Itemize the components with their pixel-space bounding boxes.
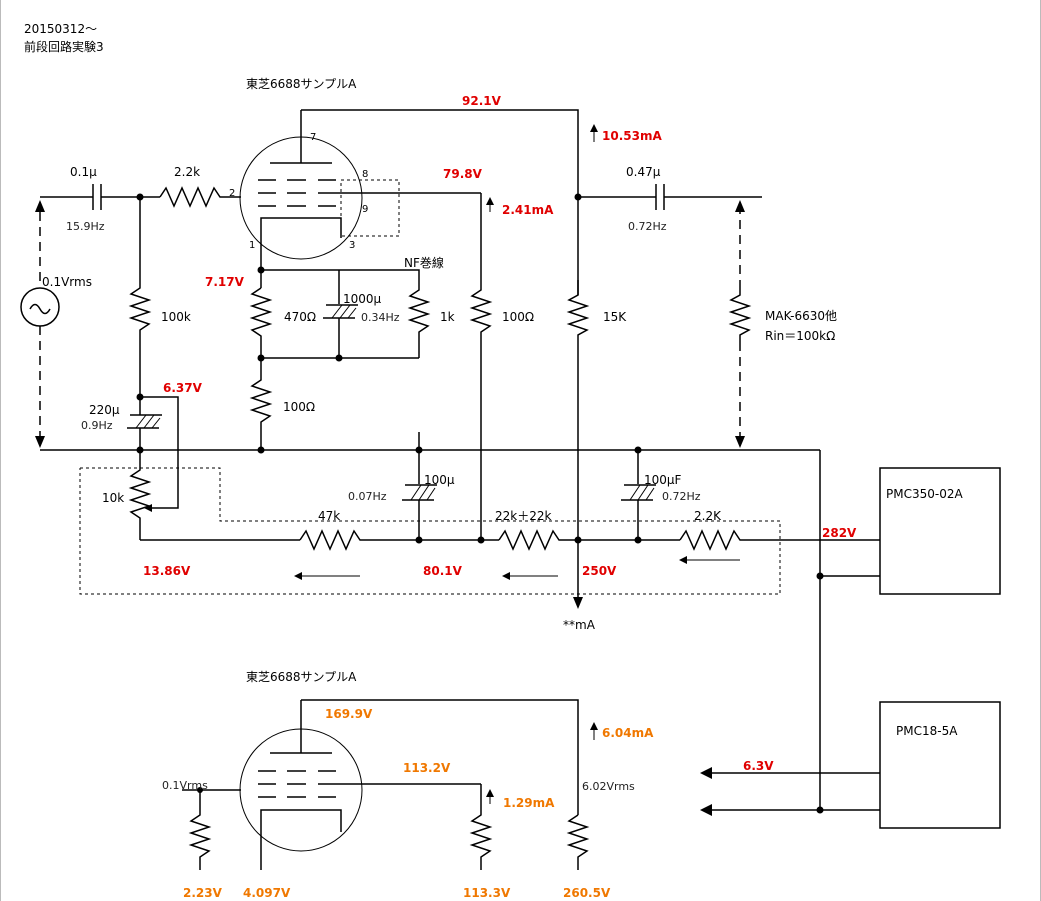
stage1-bplus: 250V [582,564,617,578]
arrow-up-icon [590,124,598,142]
stage1-screen-supply: 80.1V [423,564,463,578]
resistor-2k2-supply-label: 2.2K [694,509,722,523]
load-name: MAK-6630他 [765,309,837,323]
potentiometer-10k [128,450,152,540]
header-date: 20150312～ [24,22,97,36]
arrow-left-icon [679,556,740,564]
resistor-2k2-supply [679,529,880,551]
stage1-plate-voltage: 92.1V [462,94,502,108]
stage2-plate-voltage: 169.9V [325,707,373,721]
stage2-screen-voltage: 113.2V [403,761,451,775]
stage1-pin2: 2 [229,188,235,199]
arrow-left-icon [700,804,712,816]
module-pmc350 [879,467,1001,595]
potentiometer-10k-label: 10k [102,491,124,505]
resistor-470-label: 470Ω [284,310,316,324]
resistor-stage2-screen [469,784,493,870]
stage2-bplus: 260.5V [563,886,611,900]
ac-source-icon [20,287,60,327]
stage2-screen-current: 1.29mA [503,796,555,810]
stage1-total-current: **mA [563,618,596,632]
stage2-tube-label: 東芝6688サンプルA [246,669,357,684]
arrow-up-icon [486,197,494,212]
stage1-grid-bias: 6.37V [163,381,203,395]
capacitor-1000u-label: 1000μ [343,292,382,306]
resistor-15k [566,280,590,345]
stage1-pin1: 1 [249,240,255,251]
source-voltage: 0.1Vrms [42,275,92,289]
resistor-nf-1k-label: 1k [440,310,455,324]
stage2-cathode-voltage: 4.097V [243,886,291,900]
header-title: 前段回路実験3 [24,39,104,54]
capacitor-100uf-label: 100μF [644,473,682,487]
stage1-pin9: 9 [362,204,368,215]
load-rin: Rin＝100kΩ [765,329,835,343]
resistor-stage2-grid [188,790,212,870]
resistor-cathode-100-label: 100Ω [283,400,315,414]
stage2-plate-current: 6.04mA [602,726,654,740]
stage1-screen-current: 2.41mA [502,203,554,217]
c-out-label: 0.47μ [626,165,661,179]
stage1-bias-supply: 13.86V [143,564,191,578]
c-in-freq: 15.9Hz [66,220,105,233]
stage1-tube-label: 東芝6688サンプルA [246,76,357,91]
stage1-pin3: 3 [349,240,355,251]
module-pmc18 [879,701,1001,829]
capacitor-220u-label: 220μ [89,403,120,417]
resistor-470 [249,287,273,358]
nf-winding-label: NF巻線 [404,255,444,270]
capacitor-100u-label: 100μ [424,473,455,487]
resistor-15k-label: 15K [603,310,627,324]
stage1-pentode [239,110,481,260]
capacitor-1000u-freq: 0.34Hz [361,311,400,324]
resistor-stage2-plate [566,814,590,870]
module-pmc350-label: PMC350-02A [886,487,963,501]
arrow-up-icon [590,722,598,740]
arrow-down-icon [573,597,583,609]
capacitor-100u [402,450,437,540]
arrow-left-icon [294,572,360,580]
stage1-pin8: 8 [362,169,368,180]
module-pmc18-label: PMC18-5A [896,724,958,738]
resistor-cathode-100 [249,358,273,450]
resistor-screen-100-label: 100Ω [502,310,534,324]
resistor-47k [299,529,499,551]
c-out-freq: 0.72Hz [628,220,667,233]
stage1-supply-voltage: 282V [822,526,857,540]
stage1-cathode-voltage: 7.17V [205,275,245,289]
resistor-100k-label: 100k [161,310,191,324]
resistor-22k-22k [498,529,680,551]
stage1-plate-current: 10.53mA [602,129,662,143]
resistor-47k-label: 47k [318,509,340,523]
load-resistor [728,288,752,342]
resistor-100k [128,197,152,397]
stage1-pin7: 7 [310,132,316,143]
stage2-input: 0.1Vrms [162,779,208,792]
resistor-22k-label: 22k＋22k [495,509,551,523]
resistor-grid-2k2 [159,186,241,208]
arrow-left-icon [502,572,558,580]
stage2-grid-voltage: 2.23V [183,886,223,900]
resistor-nf-1k [407,285,431,358]
capacitor-1000u [323,270,358,358]
capacitor-100u-freq: 0.07Hz [348,490,387,503]
stage1-screen-voltage: 79.8V [443,167,483,181]
resistor-grid-2k2-label: 2.2k [174,165,200,179]
c-in-label: 0.1μ [70,165,97,179]
heater-voltage: 6.3V [743,759,774,773]
arrow-left-icon [700,767,712,779]
capacitor-100uf [621,450,656,540]
stage2-pentode [239,700,481,870]
arrow-up-icon [486,789,494,804]
resistor-screen-100 [469,193,493,540]
capacitor-220u-freq: 0.9Hz [81,419,113,432]
capacitor-220u [127,397,162,450]
stage2-output: 6.02Vrms [582,780,635,793]
stage2-screen-supply: 113.3V [463,886,511,900]
capacitor-100uf-freq: 0.72Hz [662,490,701,503]
